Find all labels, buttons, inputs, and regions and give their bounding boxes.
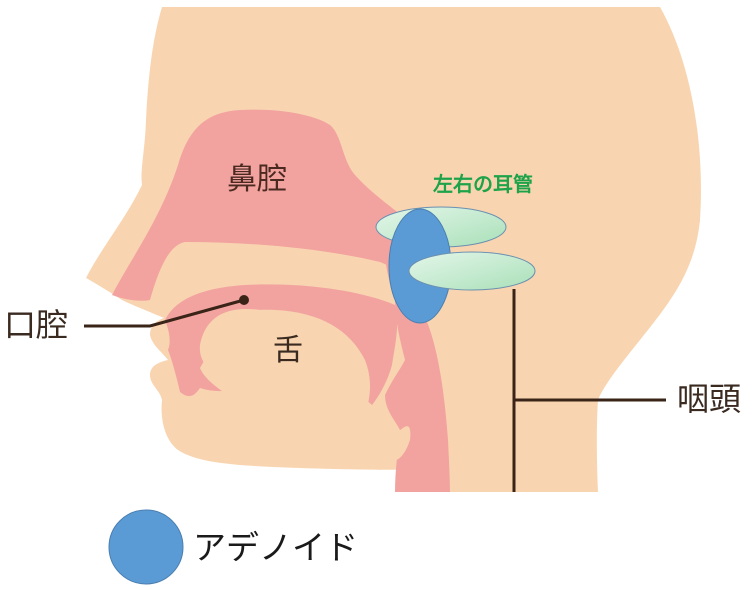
label-nasal-cavity: 鼻腔 — [227, 162, 287, 197]
epiglottis-region — [392, 426, 411, 461]
legend-adenoid-swatch — [108, 509, 184, 585]
oral-cavity-leader-dot — [239, 295, 249, 305]
label-eustachian-tubes: 左右の耳管 — [433, 172, 533, 196]
label-oral-cavity: 口腔 — [4, 306, 69, 344]
label-tongue: 舌 — [273, 333, 303, 368]
oral-cavity-leader-line — [84, 298, 245, 328]
label-pharynx: 咽頭 — [677, 380, 742, 418]
nasal-cavity-region — [112, 109, 440, 301]
tongue-region — [200, 309, 370, 445]
legend-adenoid-label: アデノイド — [193, 528, 358, 567]
eustachian-tube-right — [408, 251, 536, 291]
